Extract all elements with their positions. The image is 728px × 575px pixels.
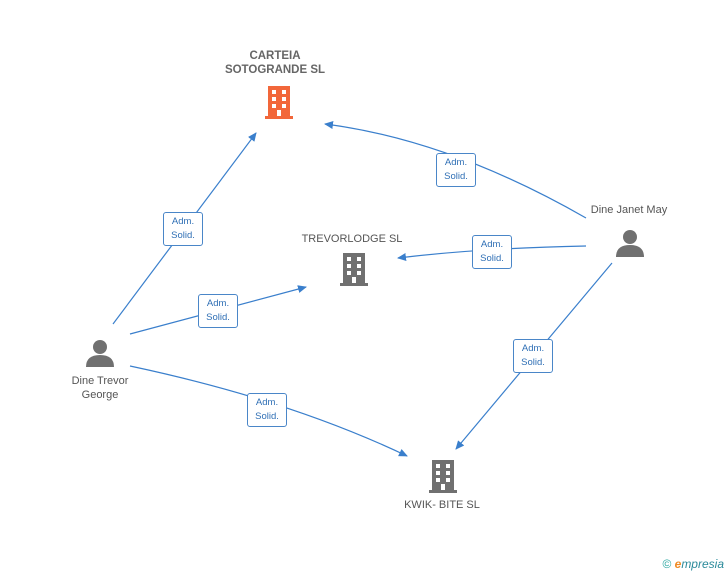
edge-badge-janet-kwik[interactable]: Adm. Solid. (513, 339, 553, 373)
node-label-dine-trevor: Dine Trevor George (50, 374, 150, 402)
edge-badge-trevor-trevorlodge[interactable]: Adm. Solid. (198, 294, 238, 328)
node-label-dine-janet: Dine Janet May (590, 204, 668, 216)
building-icon[interactable] (263, 84, 295, 120)
building-icon[interactable] (427, 458, 459, 494)
person-icon[interactable] (84, 337, 116, 369)
badge-line2: Solid. (171, 230, 195, 241)
carteia-line1: CARTEIA (249, 50, 301, 62)
person-icon[interactable] (614, 227, 646, 259)
badge-line2: Solid. (444, 171, 468, 182)
badge-line2: Solid. (521, 357, 545, 368)
brand-initial: e (674, 557, 682, 571)
node-label-kwik: KWIK- BITE SL (404, 499, 480, 511)
dine-trevor-line1: Dine Trevor (71, 375, 129, 387)
building-icon[interactable] (338, 251, 370, 287)
badge-line2: Solid. (480, 253, 504, 264)
badge-line1: Adm. (171, 216, 195, 227)
badge-line1: Adm. (521, 343, 545, 354)
empresia-watermark: © empresia (662, 557, 724, 571)
edge-badge-trevor-kwik[interactable]: Adm. Solid. (247, 393, 287, 427)
copyright-symbol: © (662, 557, 672, 571)
node-label-trevorlodge: TREVORLODGE SL (301, 233, 403, 245)
badge-line2: Solid. (255, 411, 279, 422)
dine-trevor-line2: George (81, 389, 119, 401)
edge-badge-trevor-carteia[interactable]: Adm. Solid. (163, 212, 203, 246)
edge-badge-janet-carteia[interactable]: Adm. Solid. (436, 153, 476, 187)
badge-line1: Adm. (480, 239, 504, 250)
node-label-carteia: CARTEIA SOTOGRANDE SL (210, 49, 340, 77)
brand-rest: mpresia (681, 557, 724, 571)
badge-line2: Solid. (206, 312, 230, 323)
carteia-line2: SOTOGRANDE SL (224, 64, 326, 76)
edge-badge-janet-trevorlodge[interactable]: Adm. Solid. (472, 235, 512, 269)
badge-line1: Adm. (206, 298, 230, 309)
badge-line1: Adm. (444, 157, 468, 168)
badge-line1: Adm. (255, 397, 279, 408)
